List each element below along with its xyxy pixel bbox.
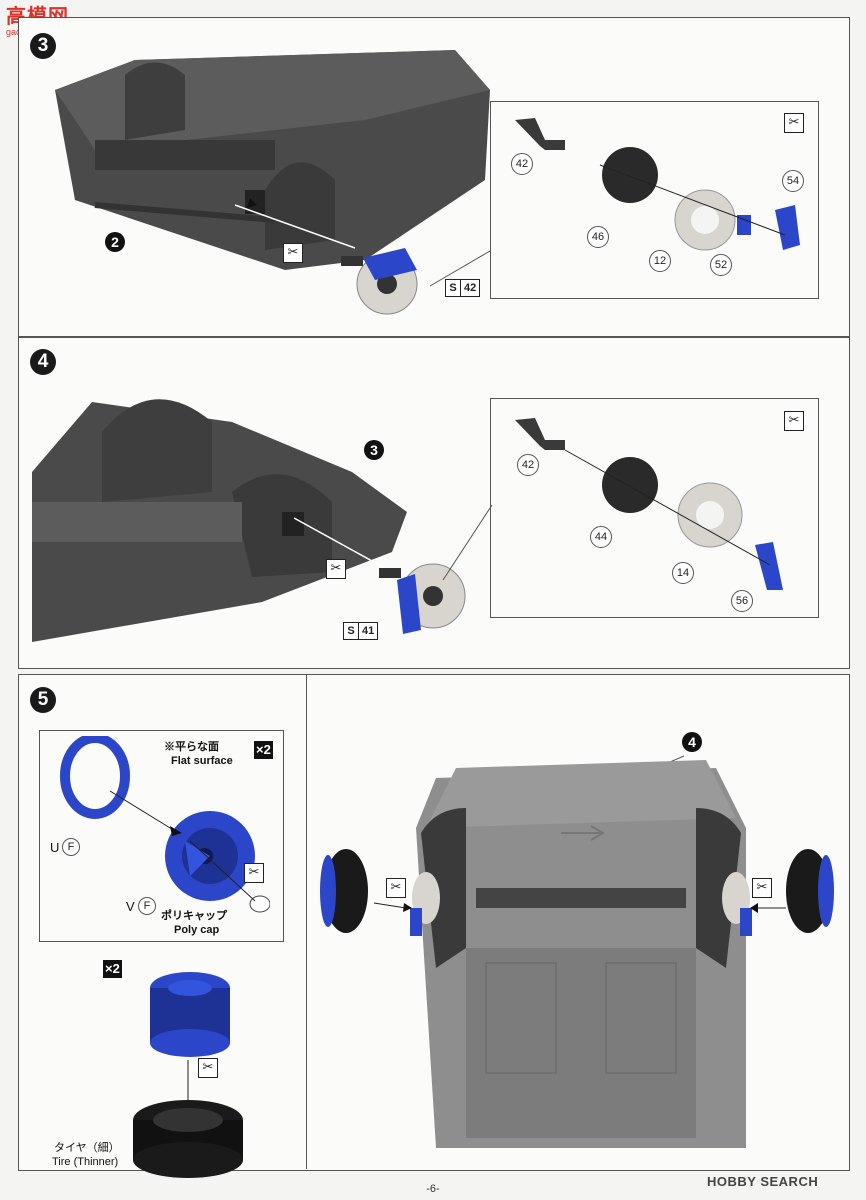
quantity-badge: ×2 bbox=[254, 741, 273, 759]
step-4-badge: 4 bbox=[30, 349, 56, 375]
no-glue-icon: ✂ bbox=[752, 878, 772, 898]
tire-label-en: Tire (Thinner) bbox=[52, 1156, 119, 1168]
f-part-number: F bbox=[62, 838, 80, 856]
f-part-number: F bbox=[138, 897, 156, 915]
step-5-badge: 5 bbox=[30, 687, 56, 713]
step-3-ref-badge: 2 bbox=[105, 232, 125, 252]
hobby-search-logo: HOBBY SEARCH bbox=[707, 1174, 819, 1189]
sprue-letter: S bbox=[446, 280, 461, 296]
v-label: V bbox=[126, 899, 135, 914]
part-number: 42 bbox=[517, 454, 539, 476]
step-4-detail-callout-lines bbox=[442, 504, 493, 581]
step-4-detail-parts bbox=[515, 418, 783, 590]
step-5-tire bbox=[133, 1060, 243, 1178]
polycap-label-jp: ポリキャップ bbox=[161, 910, 227, 922]
step-3-brake-assembly bbox=[341, 248, 418, 315]
no-glue-icon: ✂ bbox=[386, 878, 406, 898]
page-number: -6- bbox=[426, 1183, 440, 1195]
part-number: 44 bbox=[590, 526, 612, 548]
step-4-ref-badge: 3 bbox=[364, 440, 384, 460]
step-5-wheel-parts bbox=[60, 736, 270, 913]
step-5-ref-badge: 4 bbox=[682, 732, 702, 752]
step-3-badge: 3 bbox=[30, 33, 56, 59]
part-number: 14 bbox=[672, 562, 694, 584]
step-3-sprue-tag: S 42 bbox=[445, 279, 481, 297]
part-number: 54 bbox=[782, 170, 804, 192]
no-glue-icon: ✂ bbox=[244, 863, 264, 883]
step-5-wheel-assembly bbox=[150, 972, 230, 1057]
step-4-sprue-tag: S 41 bbox=[343, 622, 379, 640]
sprue-letter: S bbox=[344, 623, 359, 639]
part-number: 56 bbox=[731, 590, 753, 612]
part-number: 52 bbox=[710, 254, 732, 276]
flat-surface-note-en: Flat surface bbox=[171, 755, 233, 767]
no-glue-icon: ✂ bbox=[283, 243, 303, 263]
quantity-badge: ×2 bbox=[103, 960, 122, 978]
step-5-chassis-top-view bbox=[320, 755, 834, 1148]
no-glue-icon: ✂ bbox=[784, 411, 804, 431]
sprue-number: 41 bbox=[362, 625, 375, 637]
polycap-label-en: Poly cap bbox=[174, 924, 220, 936]
step-3-detail-callout-lines bbox=[429, 250, 491, 287]
no-glue-icon: ✂ bbox=[198, 1058, 218, 1078]
step-4-detail-box bbox=[490, 398, 819, 618]
step-3-detail-parts bbox=[515, 118, 800, 251]
flat-surface-note-jp: ※平らな面 bbox=[164, 741, 219, 753]
step-4-chassis-illustration bbox=[32, 399, 407, 642]
part-number: 12 bbox=[649, 250, 671, 272]
step-3-chassis-illustration bbox=[55, 50, 490, 270]
step-4-brake-assembly bbox=[379, 563, 466, 634]
no-glue-icon: ✂ bbox=[326, 559, 346, 579]
tire-label-jp: タイヤ（細） bbox=[54, 1142, 120, 1154]
part-number: 42 bbox=[511, 153, 533, 175]
no-glue-icon: ✂ bbox=[784, 113, 804, 133]
step-5-divider bbox=[306, 675, 307, 1169]
u-label: U bbox=[50, 840, 60, 855]
part-number: 46 bbox=[587, 226, 609, 248]
sprue-number: 42 bbox=[464, 282, 477, 294]
